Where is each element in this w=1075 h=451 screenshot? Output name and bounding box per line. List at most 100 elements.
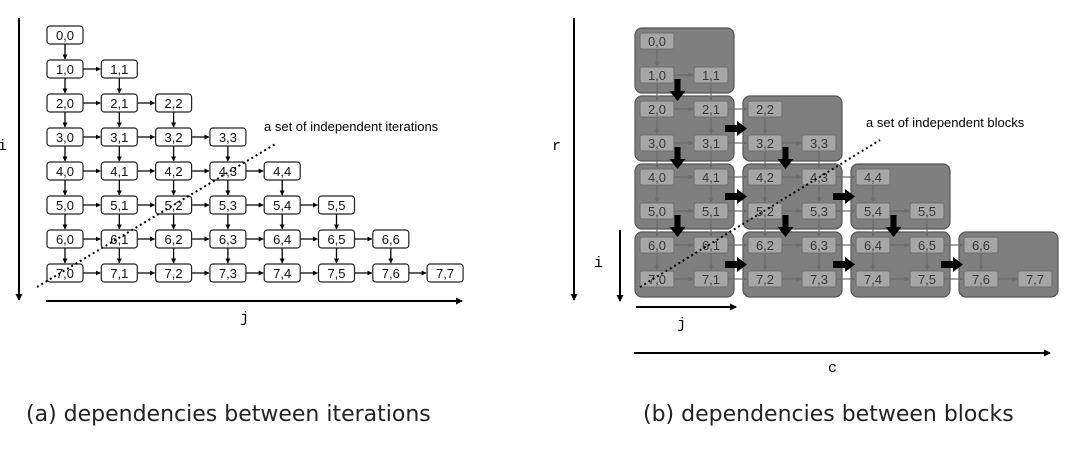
block-dependency-arrow-right	[833, 189, 855, 204]
block-cell-label: 7,3	[810, 272, 828, 287]
iteration-label: 4,4	[273, 164, 291, 179]
iteration-cell: 2,1	[100, 93, 138, 113]
iteration-label: 4,1	[110, 164, 128, 179]
iteration-cell: 4,3	[209, 161, 247, 181]
block-dependency-arrows	[669, 79, 963, 272]
iteration-cell: 6,0	[46, 229, 84, 249]
block-dependency-arrow-right	[725, 121, 747, 136]
caption-a: (a) dependencies between iterations	[26, 402, 431, 427]
iteration-cell: 6,2	[155, 229, 193, 249]
iteration-cell: 4,1	[100, 161, 138, 181]
r-axis-label: r	[552, 138, 561, 155]
inner-i-axis-label: i	[594, 255, 603, 272]
iteration-label: 6,5	[327, 232, 345, 247]
iteration-label: 6,1	[110, 232, 128, 247]
block-cell-label: 2,1	[702, 102, 720, 117]
iteration-cell: 7,2	[155, 263, 193, 283]
iteration-label: 7,4	[273, 266, 291, 281]
block-cell-label: 7,1	[702, 272, 720, 287]
block-cell-label: 3,1	[702, 136, 720, 151]
block-cell-label: 3,2	[756, 136, 774, 151]
block-cell: 4,4	[855, 168, 891, 186]
iteration-cell: 5,4	[263, 195, 301, 215]
block-cell: 6,1	[693, 236, 729, 254]
block-cell-label: 7,6	[972, 272, 990, 287]
block-cell-label: 2,2	[756, 102, 774, 117]
iteration-label: 5,0	[56, 198, 74, 213]
block-cell: 2,0	[639, 100, 675, 118]
i-axis-label: i	[0, 138, 7, 155]
panel-a-axes: i j	[0, 18, 463, 327]
block-cell: 7,4	[855, 270, 891, 288]
block-cell: 2,2	[747, 100, 783, 118]
block-cell-label: 1,1	[702, 68, 720, 83]
c-axis-label: c	[828, 360, 837, 377]
iteration-cell: 6,4	[263, 229, 301, 249]
iteration-cell: 7,3	[209, 263, 247, 283]
iteration-label: 5,4	[273, 198, 291, 213]
block-cell-label: 7,2	[756, 272, 774, 287]
block-cell: 7,6	[963, 270, 999, 288]
iteration-label: 6,3	[219, 232, 237, 247]
block-cell: 6,3	[801, 236, 837, 254]
block-dependency-arrow-right	[725, 189, 747, 204]
iteration-label: 5,2	[165, 198, 183, 213]
iteration-cell: 3,3	[209, 127, 247, 147]
block-cell: 7,3	[801, 270, 837, 288]
block-cell: 5,1	[693, 202, 729, 220]
block-dependency-arrow-down	[669, 215, 686, 237]
block-cell-label: 6,3	[810, 238, 828, 253]
iteration-cell: 2,2	[155, 93, 193, 113]
block-internal-arrows	[654, 49, 1018, 282]
block-cell-label: 5,4	[864, 204, 882, 219]
iteration-cell: 7,5	[317, 263, 356, 283]
block-cell: 4,0	[639, 168, 675, 186]
block-cell-label: 6,0	[648, 238, 666, 253]
iteration-cell: 7,0	[46, 263, 84, 283]
block-cell: 6,5	[909, 236, 945, 254]
block-cell: 4,1	[693, 168, 729, 186]
iteration-cell: 5,2	[155, 195, 193, 215]
independent-blocks-line	[639, 139, 881, 288]
iteration-cell: 5,0	[46, 195, 84, 215]
block-cell: 5,5	[909, 202, 945, 220]
block-cell: 6,2	[747, 236, 783, 254]
block-cell-label: 7,7	[1026, 272, 1044, 287]
independent-blocks-label: a set of independent blocks	[866, 115, 1025, 130]
iteration-label: 1,0	[56, 62, 74, 77]
block-cell: 7,7	[1017, 270, 1053, 288]
iteration-label: 4,3	[219, 164, 237, 179]
iteration-cell: 4,0	[46, 161, 84, 181]
block-cell-label: 6,4	[864, 238, 882, 253]
block-cell: 7,0	[639, 270, 675, 288]
iteration-label: 0,0	[56, 28, 74, 43]
j-axis-label: j	[240, 310, 249, 327]
block-cell: 5,3	[801, 202, 837, 220]
iteration-cell: 3,2	[155, 127, 193, 147]
block-dependency-arrow-right	[725, 257, 747, 272]
iteration-dependency-arrows	[62, 44, 427, 276]
block-cell: 3,3	[801, 134, 837, 152]
block-dependency-arrow-right	[941, 257, 963, 272]
block-cell-label: 7,5	[918, 272, 936, 287]
block-cell-label: 6,2	[756, 238, 774, 253]
block-cell-label: 4,1	[702, 170, 720, 185]
block-cell-label: 4,3	[810, 170, 828, 185]
iteration-label: 3,2	[165, 130, 183, 145]
iteration-cell: 4,4	[263, 161, 301, 181]
block-dependency-arrow-down	[885, 215, 902, 237]
iteration-label: 7,6	[382, 266, 400, 281]
inner-j-axis-label: j	[677, 316, 686, 333]
block-cell-label: 3,3	[810, 136, 828, 151]
independent-iterations-label: a set of independent iterations	[264, 119, 439, 134]
block-cell-label: 7,0	[648, 272, 666, 287]
panel-b-axes: r i j c	[552, 18, 1051, 377]
iteration-cell: 5,3	[209, 195, 247, 215]
block-cell-label: 7,4	[864, 272, 882, 287]
iteration-cell: 3,1	[100, 127, 138, 147]
iteration-cell: 7,4	[263, 263, 301, 283]
iteration-label: 7,2	[165, 266, 183, 281]
